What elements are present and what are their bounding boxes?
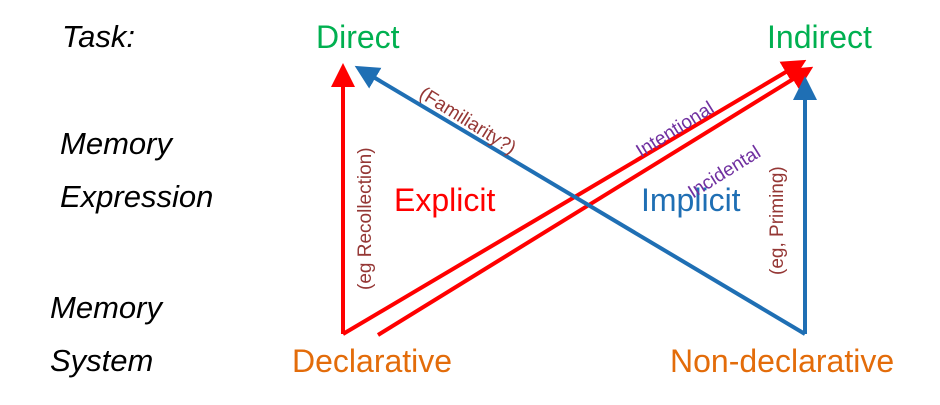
recollection-annotation: (eg Recollection) [355, 147, 376, 290]
indirect-task-label: Indirect [767, 19, 872, 55]
non-declarative-system-label: Non-declarative [670, 343, 895, 379]
memory-system-label-line1: Memory [50, 290, 162, 325]
arrow-nondeclarative-to-direct [354, 65, 807, 336]
memory-system-label-line2: System [50, 343, 154, 378]
task-label: Task: [62, 19, 135, 54]
implicit-label: Implicit [641, 182, 741, 218]
priming-annotation: (eg, Priming) [767, 166, 788, 275]
memory-expression-label-line2: Expression [60, 179, 214, 214]
explicit-label: Explicit [394, 182, 496, 218]
declarative-system-label: Declarative [292, 343, 453, 379]
direct-task-label: Direct [316, 19, 400, 55]
memory-expression-label-line1: Memory [60, 126, 172, 161]
arrow-declarative-to-indirect-intentional [341, 59, 807, 336]
